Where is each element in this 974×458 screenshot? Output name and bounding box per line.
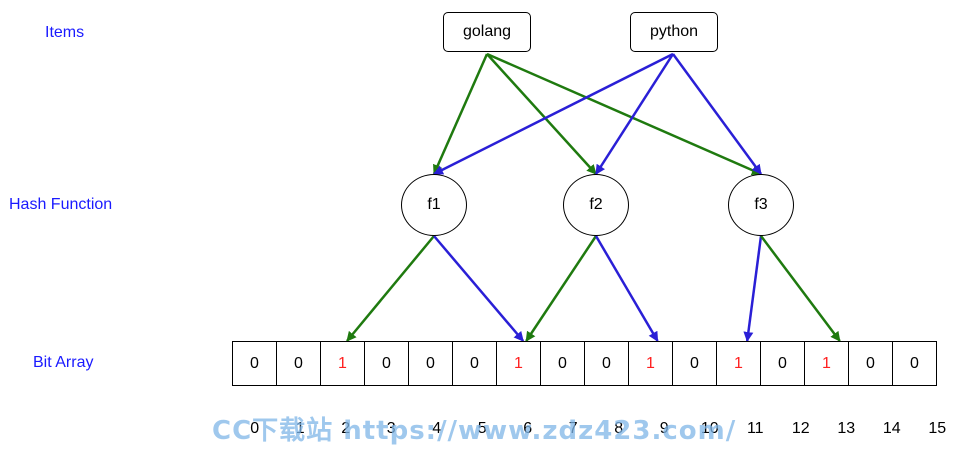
- edge-f3-to-bit-13-arrow: [760, 235, 841, 342]
- edge-python-to-f3-arrow: [671, 53, 763, 175]
- bit-index-11: 11: [746, 420, 764, 437]
- bit-cell-3: 0: [365, 342, 409, 385]
- edge-golang-to-f3-arrow: [486, 52, 762, 176]
- items-row-label: Items: [45, 24, 85, 41]
- hash-function-f2: f2: [563, 174, 629, 236]
- bit-index-8: 8: [614, 420, 624, 437]
- item-python: python: [630, 12, 718, 52]
- edge-golang-to-f2-arrow: [486, 53, 597, 175]
- bit-cell-12: 0: [761, 342, 805, 385]
- bit-index-7: 7: [568, 420, 578, 437]
- bit-cell-13: 1: [805, 342, 849, 385]
- edge-f1-to-bit-2-arrow: [346, 235, 435, 342]
- edge-python-to-f2-arrow: [594, 53, 675, 175]
- edge-f1-to-bit-6-arrow: [433, 235, 525, 342]
- edge-f2-to-bit-6-arrow: [525, 235, 598, 342]
- bit-index-0: 0: [250, 420, 260, 437]
- bit-cell-11: 1: [717, 342, 761, 385]
- edge-f2-to-bit-9-arrow: [594, 235, 659, 342]
- bit-cell-8: 0: [585, 342, 629, 385]
- bit-index-13: 13: [837, 420, 856, 437]
- bit-array-row-label: Bit Array: [33, 354, 94, 371]
- bit-cell-15: 0: [893, 342, 937, 385]
- bit-array: 0 0 1 0 0 0 1 0 0 1 0 1 0 1 0 0: [232, 341, 937, 386]
- edge-golang-to-f1-arrow: [432, 53, 489, 175]
- bit-cell-6: 1: [497, 342, 541, 385]
- bit-index-9: 9: [659, 420, 669, 437]
- bit-cell-14: 0: [849, 342, 893, 385]
- item-golang: golang: [443, 12, 531, 52]
- bit-cell-10: 0: [673, 342, 717, 385]
- bit-index-2: 2: [341, 420, 351, 437]
- bit-index-row: 0 1 2 3 4 5 6 7 8 9 10 11 12 13 14 15: [232, 420, 960, 438]
- bit-index-14: 14: [882, 420, 901, 437]
- bit-cell-1: 0: [277, 342, 321, 385]
- hash-function-f3: f3: [728, 174, 794, 236]
- bit-index-15: 15: [928, 420, 947, 437]
- bit-index-3: 3: [386, 420, 396, 437]
- edge-python-to-f1-arrow: [433, 52, 674, 176]
- bit-index-10: 10: [700, 420, 719, 437]
- bit-index-1: 1: [295, 420, 305, 437]
- bit-index-12: 12: [791, 420, 810, 437]
- bit-cell-0: 0: [233, 342, 277, 385]
- bit-cell-2: 1: [321, 342, 365, 385]
- site-watermark: CC下载站 https://www.zdz423.com/: [212, 416, 737, 446]
- bit-cell-7: 0: [541, 342, 585, 385]
- edge-f3-to-bit-11-arrow: [743, 235, 763, 342]
- hash-function-row-label: Hash Function: [9, 196, 113, 213]
- bit-cell-5: 0: [453, 342, 497, 385]
- bit-index-5: 5: [477, 420, 487, 437]
- bit-index-6: 6: [523, 420, 533, 437]
- bit-cell-4: 0: [409, 342, 453, 385]
- bit-cell-9: 1: [629, 342, 673, 385]
- bit-index-4: 4: [432, 420, 442, 437]
- hash-function-f1: f1: [401, 174, 467, 236]
